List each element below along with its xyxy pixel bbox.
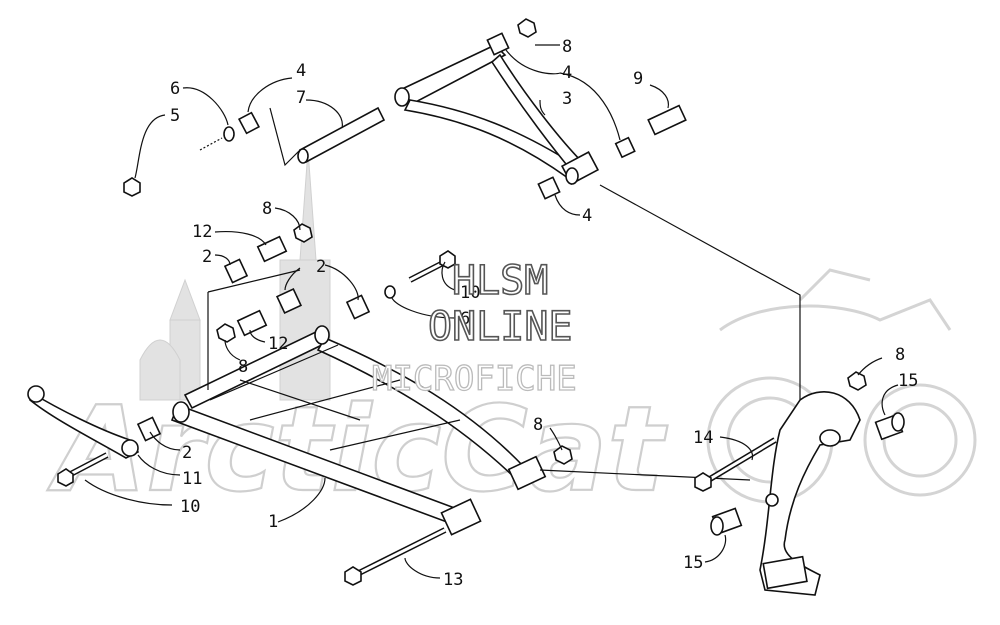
mid-bushing-2a [223,258,249,284]
spindle-bushing-15-top [874,412,905,441]
steering-knuckle [759,391,861,596]
spindle-group [539,184,905,596]
spindle-nut-8 [847,371,867,391]
callout-14: 14 [693,428,713,448]
ball-joint-link [27,385,140,459]
mid-nut-8-left [216,323,236,343]
watermark-line-2: ONLINE [428,304,573,350]
callout-12-top: 12 [192,222,212,242]
callout-12-low: 12 [268,334,288,354]
upper-bushing-top [486,32,510,56]
callout-15-top: 15 [898,371,918,391]
mid-nut-8 [293,223,313,243]
mid-bushing-2c [345,294,371,320]
watermark-text: HLSM ONLINE MICROFICHE [371,257,577,399]
upper-sleeve [297,106,386,164]
callout-10-low: 10 [180,497,200,517]
callout-10-mid: 10 [460,283,480,303]
callout-8-top: 8 [562,37,572,57]
upper-bushing-right [614,136,636,159]
callout-13: 13 [443,570,463,590]
lower-long-bolt-13 [344,527,447,586]
watermark-line-3: MICROFICHE [372,359,577,399]
callout-6-mid: 6 [460,309,470,329]
spindle-bushing-15-low [710,507,743,536]
watermark-brand: ArcticCat [47,380,668,518]
watermark-line-1: HLSM [452,258,548,304]
callout-15-low: 15 [683,553,703,573]
callout-4-topright: 4 [562,63,572,83]
callout-2-upper: 2 [202,247,212,267]
leader-lines [84,44,899,579]
callout-2-mid: 2 [316,257,326,277]
lower-bushing-front [136,416,162,442]
lower-nut-right [553,445,573,465]
spindle-guide-line [599,184,801,400]
spindle-bolt-14 [694,437,777,492]
mid-bolt-10 [408,250,456,283]
lower-a-arm [170,325,547,536]
upper-long-bolt [123,136,223,197]
upper-nut-top [517,18,537,38]
upper-a-arm [394,44,600,185]
mid-washer-6 [384,285,396,299]
lower-a-arm-group [27,325,573,586]
lower-small-bolt [57,452,109,487]
upper-washer [223,126,235,142]
upper-bushing-left [237,111,261,135]
callout-8-mid: 8 [262,199,272,219]
callout-3: 3 [562,89,572,109]
mid-bushing-12-top [256,235,288,263]
callout-8-right: 8 [533,415,543,435]
upper-bushing-lower [537,176,561,200]
callout-4-lower: 4 [582,206,592,226]
callout-11: 11 [182,469,202,489]
mid-bushing-2b [275,287,303,315]
middle-hardware-group [207,223,456,390]
callout-5: 5 [170,106,180,126]
callout-2-low: 2 [182,443,192,463]
callout-1: 1 [268,512,278,532]
callout-6-top: 6 [170,79,180,99]
callout-7: 7 [296,88,306,108]
callout-9: 9 [633,69,643,89]
callout-8-arm: 8 [895,345,905,365]
upper-a-arm-group [123,18,687,200]
callout-4-left: 4 [296,61,306,81]
callout-numbers: 6 5 4 7 8 4 3 9 4 8 12 2 2 10 6 12 8 8 8… [170,37,918,590]
mid-bracket-top [207,269,301,293]
mid-bushing-12-low [236,309,268,337]
callout-8-left: 8 [238,357,248,377]
upper-leader-zigzag [269,107,301,167]
watermark-motorcycle-icon [706,268,977,504]
upper-spacer-9 [647,104,687,136]
